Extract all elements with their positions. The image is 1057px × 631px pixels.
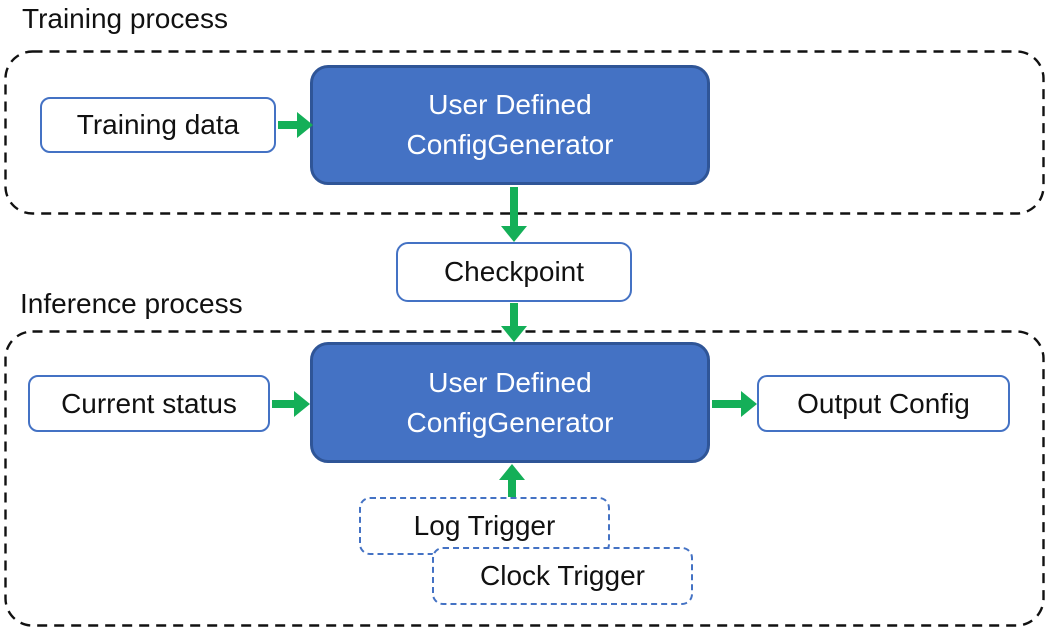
clock-trigger-box: Clock Trigger [432,547,693,605]
arrow-checkpoint-to-generator [501,303,527,342]
training-process-label: Training process [22,3,228,34]
training-generator-line1: User Defined [428,89,592,121]
current-status-box: Current status [28,375,270,432]
arrow-head-right-icon [294,391,310,417]
arrow-head-right-icon [297,112,313,138]
arrow-shaft [510,303,518,328]
arrow-shaft [508,478,516,497]
training-data-box: Training data [40,97,276,153]
arrow-shaft [272,400,296,408]
inference-process-container [4,330,1045,627]
training-process-container [4,50,1045,215]
arrow-shaft [712,400,743,408]
inference-generator-box: User Defined ConfigGenerator [310,342,710,463]
inference-process-label: Inference process [20,288,243,319]
output-config-box: Output Config [757,375,1010,432]
arrow-shaft [278,121,299,129]
arrow-head-up-icon [499,464,525,480]
checkpoint-box: Checkpoint [396,242,632,302]
inference-generator-line1: User Defined [428,366,592,398]
inference-generator-line2: ConfigGenerator [406,406,614,438]
arrow-training-data-to-generator [278,112,313,138]
arrow-generator-to-checkpoint [501,187,527,242]
arrow-shaft [510,187,518,228]
arrow-trigger-to-generator [499,464,525,497]
training-generator-line2: ConfigGenerator [406,129,614,160]
arrow-status-to-generator [272,391,310,417]
arrow-head-down-icon [501,326,527,342]
arrow-head-right-icon [741,391,757,417]
training-generator-box: User Defined ConfigGenerator [310,65,710,185]
arrow-head-down-icon [501,226,527,242]
arrow-generator-to-output [712,391,757,417]
